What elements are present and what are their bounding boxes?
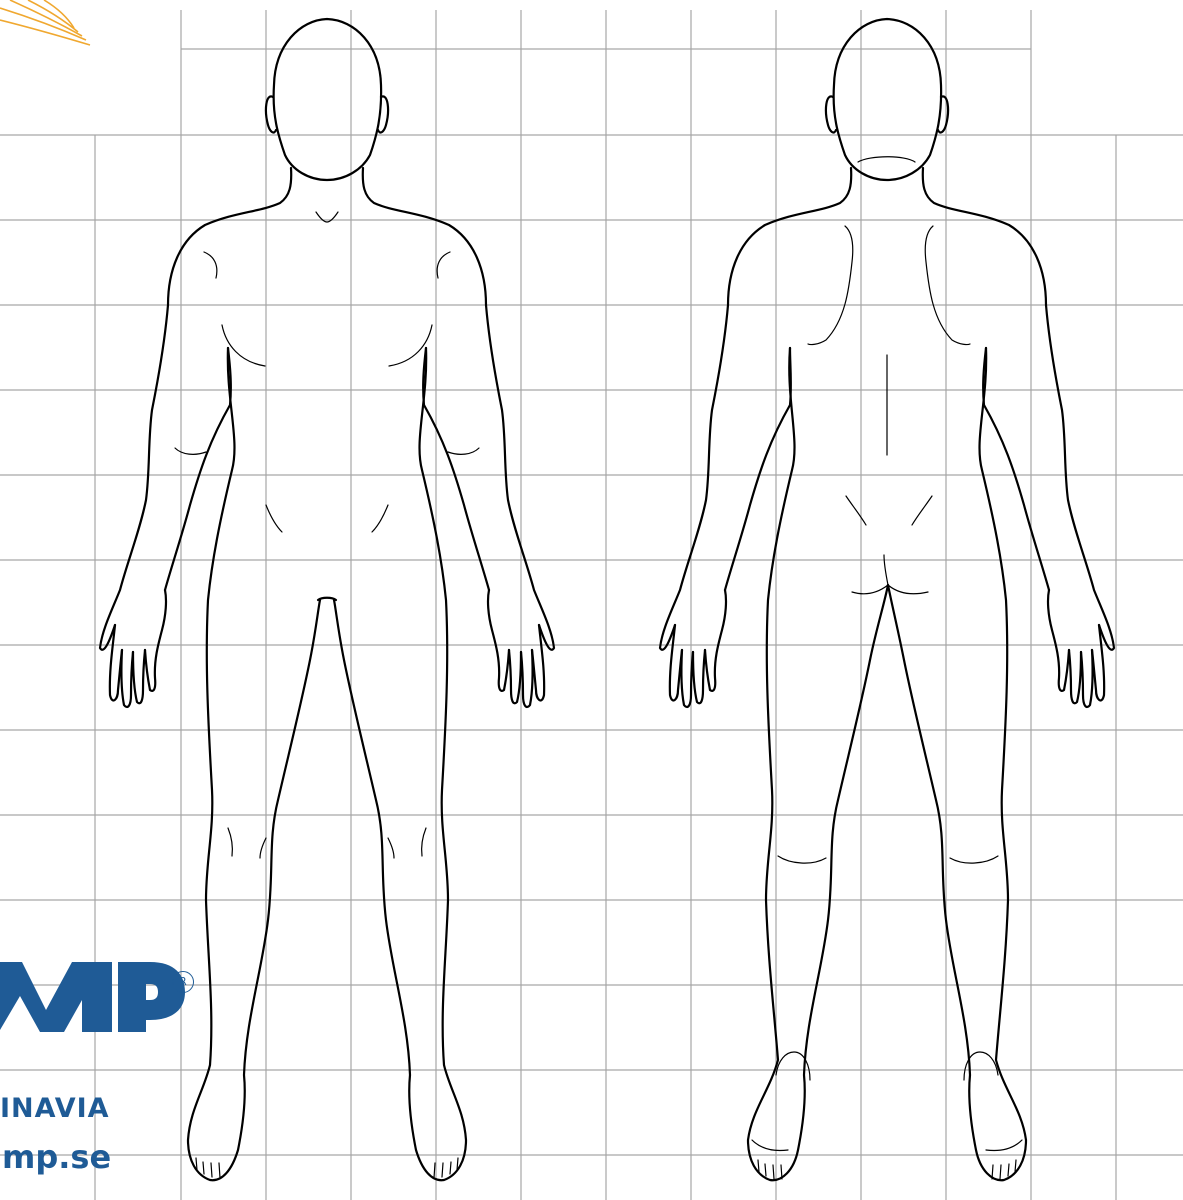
swoosh-icon xyxy=(0,0,90,45)
back-body-details xyxy=(752,157,1022,1179)
registered-trademark-icon: R xyxy=(172,971,194,993)
company-logo xyxy=(0,962,185,1032)
back-body-outline xyxy=(660,19,1114,1180)
brand-website-text: mp.se xyxy=(2,1138,111,1176)
brand-region-text: INAVIA xyxy=(0,1093,110,1124)
front-body-details xyxy=(175,212,479,1178)
